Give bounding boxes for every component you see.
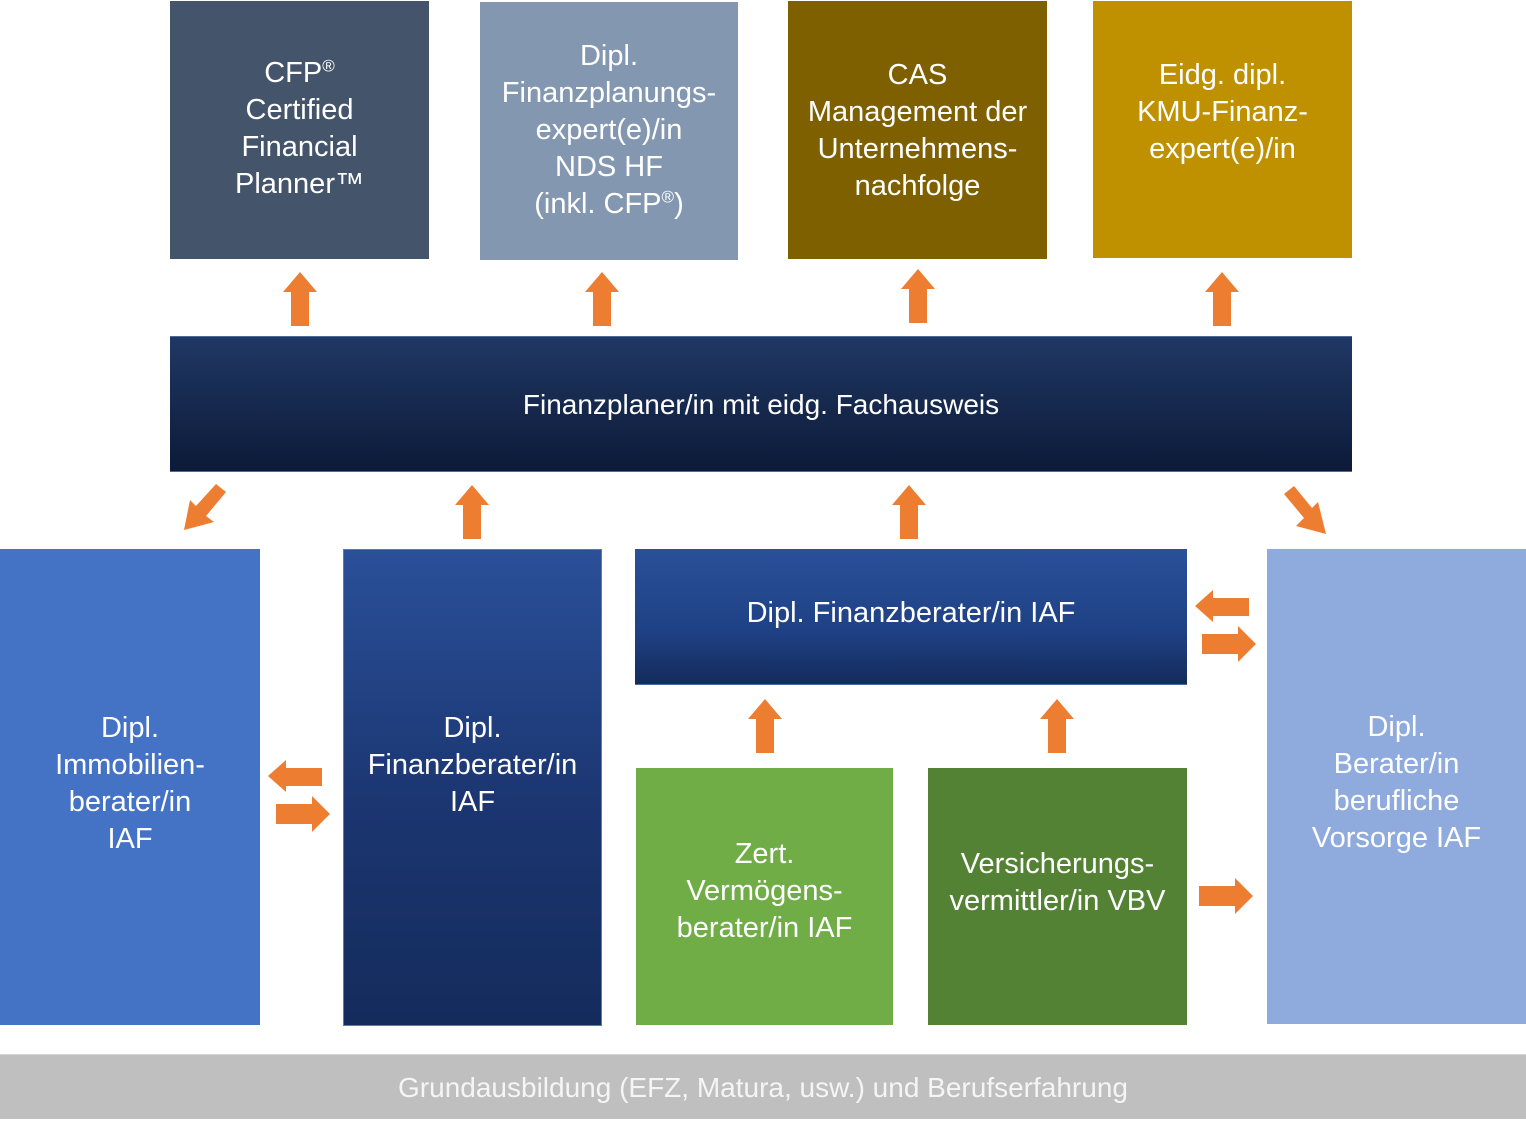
box-immobilienberater-iaf: Dipl. Immobilien- berater/in IAF [0, 549, 260, 1025]
registered-mark: ® [322, 55, 335, 75]
block-arrow-up-icon [1040, 699, 1074, 753]
block-arrow-up-icon [748, 699, 782, 753]
nds-inkl-prefix: (inkl. CFP [534, 187, 662, 220]
box-versicherung-label: Versicherungs- vermittler/in VBV [949, 847, 1166, 917]
block-arrow-up-icon [892, 485, 926, 539]
block-arrow-left-icon [1195, 590, 1249, 622]
box-grundausbildung: Grundausbildung (EFZ, Matura, usw.) und … [0, 1054, 1526, 1119]
block-arrow-up-icon [455, 485, 489, 539]
box-vorsorge-label: Dipl. Berater/in berufliche Vorsorge IAF [1311, 710, 1482, 854]
box-finanzberater-iaf-tall: Dipl. Finanzberater/in IAF [343, 549, 602, 1026]
box-immobilien-label: Dipl. Immobilien- berater/in IAF [55, 712, 205, 855]
box-berater-berufliche-vorsorge-iaf: Dipl. Berater/in berufliche Vorsorge IAF [1267, 549, 1526, 1024]
box-kmu-label: Eidg. dipl. KMU-Finanz- expert(e)/in [1137, 59, 1308, 165]
box-finanzberater-wide-label: Dipl. Finanzberater/in IAF [746, 597, 1076, 629]
registered-mark: ® [661, 186, 675, 206]
box-finanzplaner-label: Finanzplaner/in mit eidg. Fachausweis [522, 388, 1000, 420]
box-versicherungsvermittler-vbv: Versicherungs- vermittler/in VBV [928, 768, 1187, 1025]
box-cfp-certified-financial-planner: CFP® Certified Financial Planner™ [170, 1, 429, 259]
box-nds-label: Dipl. Finanzplanungs- expert(e)/in NDS H… [502, 38, 716, 223]
block-arrow-down-left-icon [180, 484, 230, 534]
box-finanzberater-tall-label: Dipl. Finanzberater/in IAF [367, 712, 578, 818]
block-arrow-up-icon [1205, 272, 1239, 326]
block-arrow-left-icon [268, 760, 322, 792]
box-cfp-label: CFP® Certified Financial Planner™ [235, 55, 364, 203]
box-finanzplanungsexperte-nds-hf: Dipl. Finanzplanungs- expert(e)/in NDS H… [480, 2, 738, 260]
box-vermoegens-label: Zert. Vermögens- berater/in IAF [676, 838, 853, 944]
box-kmu-finanzexperte: Eidg. dipl. KMU-Finanz- expert(e)/in [1093, 1, 1352, 258]
box-finanzberater-iaf-wide: Dipl. Finanzberater/in IAF [635, 549, 1187, 685]
block-arrow-up-icon [585, 272, 619, 326]
block-arrow-right-icon [1199, 878, 1253, 914]
block-arrow-up-icon [283, 272, 317, 326]
cfp-line1: CFP [264, 56, 323, 89]
block-arrow-up-icon [901, 269, 935, 323]
box-cas-label: CAS Management der Unternehmens- nachfol… [807, 59, 1028, 202]
block-arrow-right-icon [1202, 626, 1256, 662]
block-arrow-right-icon [276, 796, 330, 832]
box-vermoegensberater-iaf: Zert. Vermögens- berater/in IAF [636, 768, 893, 1025]
block-arrow-down-right-icon [1280, 486, 1330, 536]
nds-inkl-suffix: ) [674, 187, 684, 220]
box-finanzplaner-fachausweis: Finanzplaner/in mit eidg. Fachausweis [170, 336, 1352, 472]
box-grundausbildung-label: Grundausbildung (EFZ, Matura, usw.) und … [398, 1071, 1128, 1103]
cfp-rest: Certified Financial Planner™ [235, 93, 364, 200]
box-cas-unternehmensnachfolge: CAS Management der Unternehmens- nachfol… [788, 1, 1047, 259]
nds-text: Dipl. Finanzplanungs- expert(e)/in NDS H… [501, 39, 717, 183]
